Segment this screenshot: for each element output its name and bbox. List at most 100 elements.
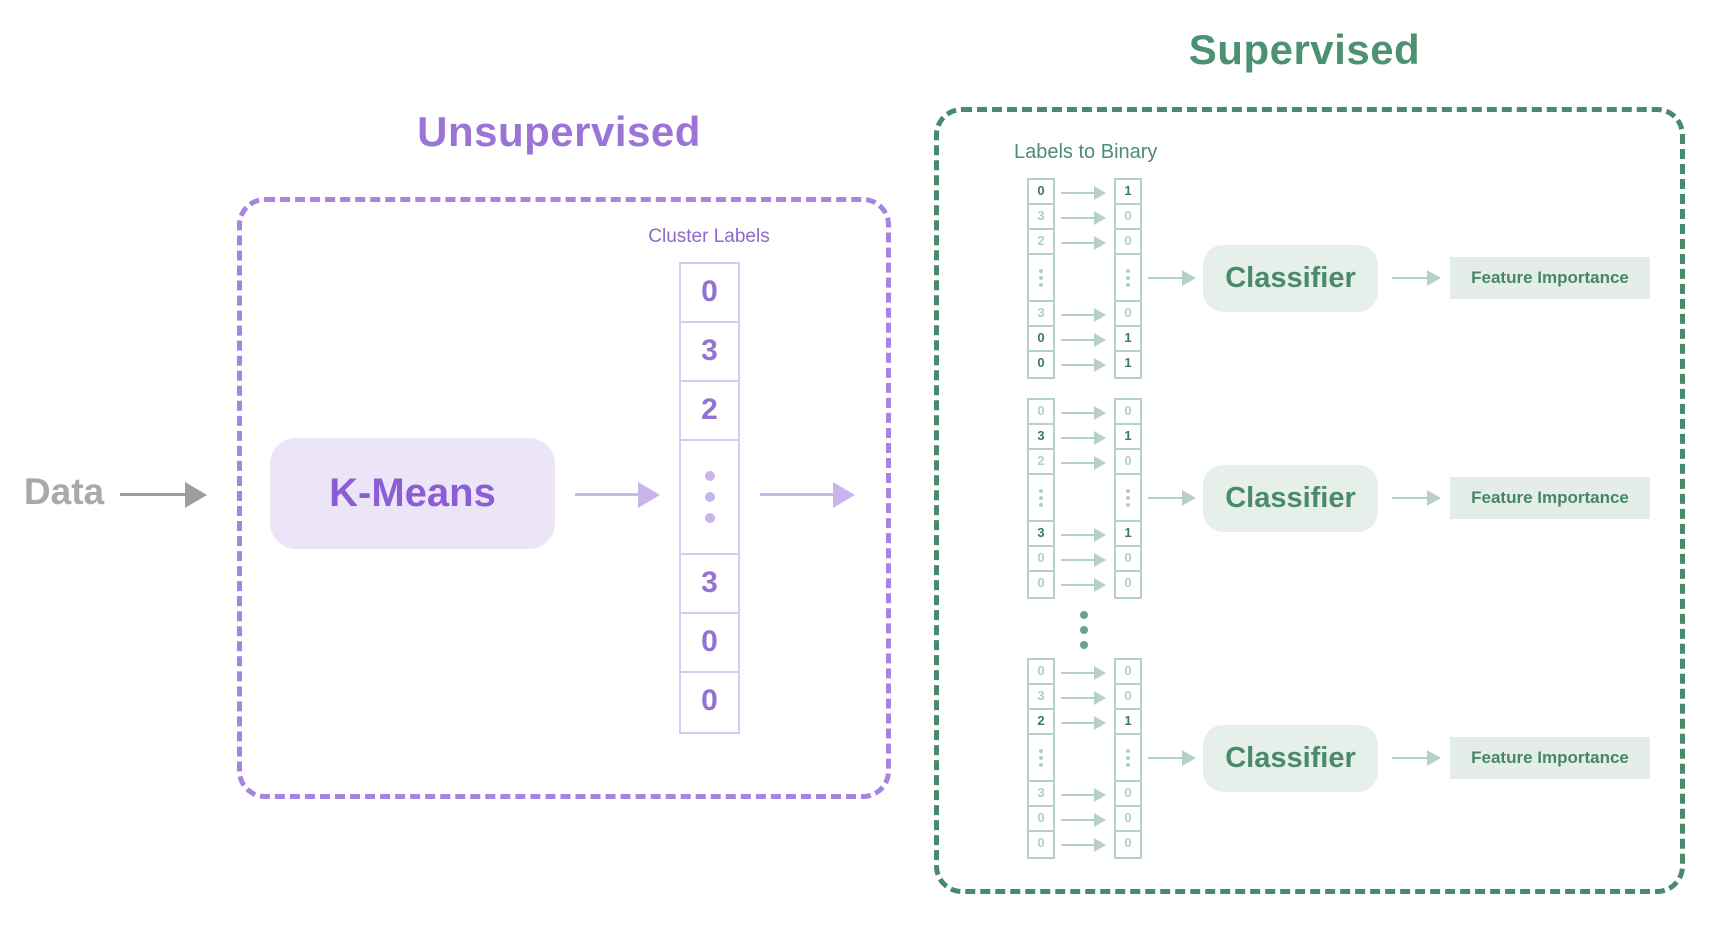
ellipsis-cell: [1116, 735, 1140, 782]
ellipsis-dot: [1080, 626, 1088, 634]
label-cell: 0: [1116, 230, 1140, 255]
labels-to-classifier-arrow: [1148, 757, 1182, 759]
mapping-arrow: [1061, 793, 1094, 796]
label-cell: 3: [1029, 205, 1053, 230]
classifier-to-importance-arrow: [1392, 277, 1427, 279]
label-cell: 2: [681, 382, 738, 441]
label-cell: 0: [1116, 660, 1140, 685]
ellipsis-dot: [1080, 641, 1088, 649]
label-cell: 2: [1029, 230, 1053, 255]
label-cell: 0: [1116, 685, 1140, 710]
feature-importance-node-3: Feature Importance: [1450, 737, 1650, 779]
groups-ellipsis: [1080, 611, 1088, 649]
classifier-to-importance-arrow: [1392, 757, 1427, 759]
ellipsis-dot: [704, 471, 715, 481]
feature-importance-node-2: Feature Importance: [1450, 477, 1650, 519]
ellipsis-dot: [1126, 502, 1130, 507]
mapping-arrow: [1061, 721, 1094, 724]
ellipsis-dot: [1039, 762, 1043, 767]
label-cell: 3: [1029, 782, 1053, 807]
mapping-arrow: [1061, 411, 1094, 414]
label-cell: 0: [1116, 400, 1140, 425]
label-cell: 1: [1116, 180, 1140, 205]
ellipsis-dot: [1126, 755, 1130, 760]
classifier-node-3: Classifier: [1203, 725, 1378, 792]
label-cell: 0: [1124, 835, 1132, 850]
labels-to-supervised-arrow: [760, 493, 833, 496]
labels-to-classifier-arrow: [1148, 497, 1182, 499]
mapping-arrow: [1061, 583, 1094, 586]
label-cell: 0: [1116, 450, 1140, 475]
mapping-arrow: [1061, 216, 1094, 219]
mapping-arrow: [1061, 436, 1094, 439]
unsupervised-section-box: [237, 197, 891, 799]
labels-to-binary-title: Labels to Binary: [1014, 141, 1158, 163]
kmeans-to-labels-arrow: [575, 493, 638, 496]
label-cell: 0: [1037, 575, 1045, 590]
ellipsis-dot: [1039, 748, 1043, 753]
classifier-node-1: Classifier: [1203, 245, 1378, 312]
feature-importance-label: Feature Importance: [1471, 748, 1629, 767]
ellipsis-cell: [1029, 255, 1053, 302]
label-cell: 0: [1029, 547, 1053, 572]
mapping-arrow: [1061, 843, 1094, 846]
ellipsis-dot: [1039, 502, 1043, 507]
feature-importance-node-1: Feature Importance: [1450, 257, 1650, 299]
ellipsis-dot: [1039, 755, 1043, 760]
label-cell: 0: [1116, 302, 1140, 327]
unsupervised-section-title: Unsupervised: [417, 108, 701, 155]
mapping-arrow: [1061, 313, 1094, 316]
mapping-arrow: [1061, 696, 1094, 699]
label-cell: 1: [1116, 425, 1140, 450]
classifier-label: Classifier: [1225, 482, 1356, 514]
classifier-label: Classifier: [1225, 262, 1356, 294]
ellipsis-dot: [1126, 748, 1130, 753]
label-cell: 3: [1029, 302, 1053, 327]
mapping-arrow: [1061, 558, 1094, 561]
ellipsis-dot: [704, 492, 715, 502]
feature-importance-label: Feature Importance: [1471, 268, 1629, 287]
label-cell: 0: [1116, 782, 1140, 807]
data-to-kmeans-arrow: [120, 493, 185, 496]
ellipsis-cell: [681, 441, 738, 555]
mapping-arrow: [1061, 818, 1094, 821]
label-cell: 0: [681, 614, 738, 673]
ellipsis-dot: [1039, 495, 1043, 500]
ellipsis-dot: [1039, 275, 1043, 280]
label-cell: 0: [1029, 180, 1053, 205]
cluster-labels-title: Cluster Labels: [648, 226, 770, 247]
ellipsis-dot: [1126, 275, 1130, 280]
label-cell: 0: [1037, 835, 1045, 850]
label-cell: 3: [1029, 522, 1053, 547]
label-cell: 3: [681, 555, 738, 614]
label-cell: 2: [1029, 450, 1053, 475]
ellipsis-cell: [1029, 475, 1053, 522]
ellipsis-dot: [1126, 488, 1130, 493]
mapping-arrow: [1061, 533, 1094, 536]
ellipsis-cell: [1116, 475, 1140, 522]
mapping-arrow: [1061, 363, 1094, 366]
label-cell: 0: [1029, 400, 1053, 425]
mapping-arrow: [1061, 338, 1094, 341]
label-cell: 1: [1116, 327, 1140, 352]
label-cell: 0: [1029, 327, 1053, 352]
ellipsis-cell: [1116, 255, 1140, 302]
label-cell: 0: [1029, 807, 1053, 832]
label-cell: 3: [681, 323, 738, 382]
kmeans-node: K-Means: [270, 438, 555, 549]
ellipsis-dot: [704, 513, 715, 523]
label-cell: 1: [1116, 710, 1140, 735]
classifier-to-importance-arrow: [1392, 497, 1427, 499]
label-cell: 3: [1029, 425, 1053, 450]
label-cell: 1: [1124, 355, 1132, 370]
label-cell: 0: [1116, 205, 1140, 230]
label-cell: 0: [1124, 575, 1132, 590]
mapping-arrow: [1061, 671, 1094, 674]
classifier-node-2: Classifier: [1203, 465, 1378, 532]
kmeans-label: K-Means: [329, 471, 496, 515]
label-cell: 0: [1116, 807, 1140, 832]
